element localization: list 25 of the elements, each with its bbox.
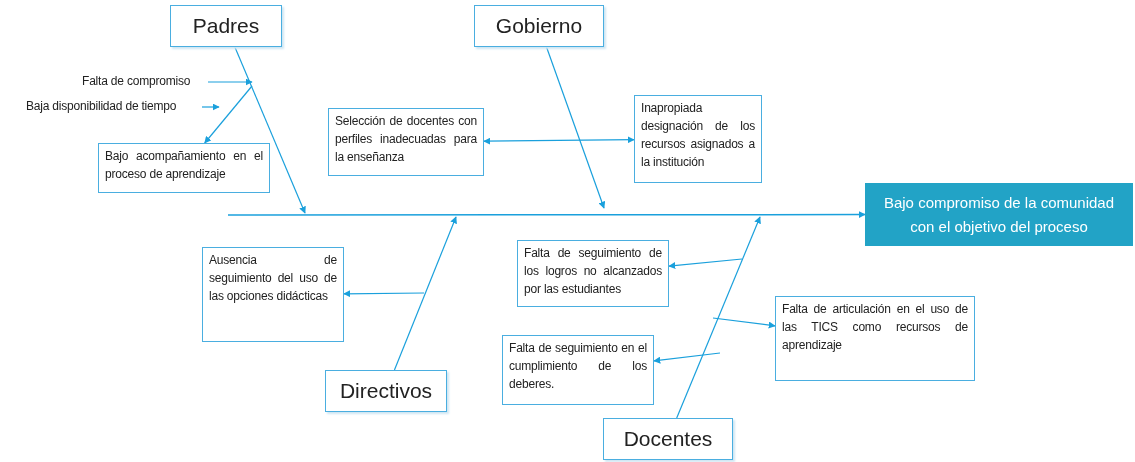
arrow — [207, 78, 253, 86]
effect-box: Bajo compromiso de la comunidad con el objetivo del proceso — [865, 183, 1133, 246]
category-box: Docentes — [603, 418, 733, 460]
arrow — [653, 352, 721, 364]
cause-box: Ausencia de seguimiento del uso de las opciones didácticas — [202, 247, 344, 342]
arrow — [234, 46, 306, 214]
arrow — [545, 46, 606, 209]
cause-box: Bajo acompañamiento en el proceso de aprendizaje — [98, 143, 270, 193]
arrow — [483, 136, 635, 145]
cause-box: Falta de seguimiento de los logros no alcanzados por las estudiantes — [517, 240, 669, 307]
arrow — [204, 85, 253, 144]
arrow — [227, 211, 866, 219]
arrow — [393, 216, 457, 371]
category-box: Gobierno — [474, 5, 604, 47]
category-box: Padres — [170, 5, 282, 47]
arrow — [668, 258, 743, 269]
cause-box: Inapropiada designación de los recursos asignados a la institución — [634, 95, 762, 183]
cause-box: Falta de articulación en el uso de las TICS como recursos de aprendizaje — [775, 296, 975, 381]
arrow — [676, 216, 761, 419]
arrow — [201, 103, 220, 111]
arrow — [712, 317, 776, 329]
arrow — [343, 290, 425, 298]
cause-box: Selección de docentes con perfiles inadecuadas para la enseñanza — [328, 108, 484, 176]
category-box: Directivos — [325, 370, 447, 412]
cause-box: Falta de seguimiento en el cumplimiento de los deberes. — [502, 335, 654, 405]
